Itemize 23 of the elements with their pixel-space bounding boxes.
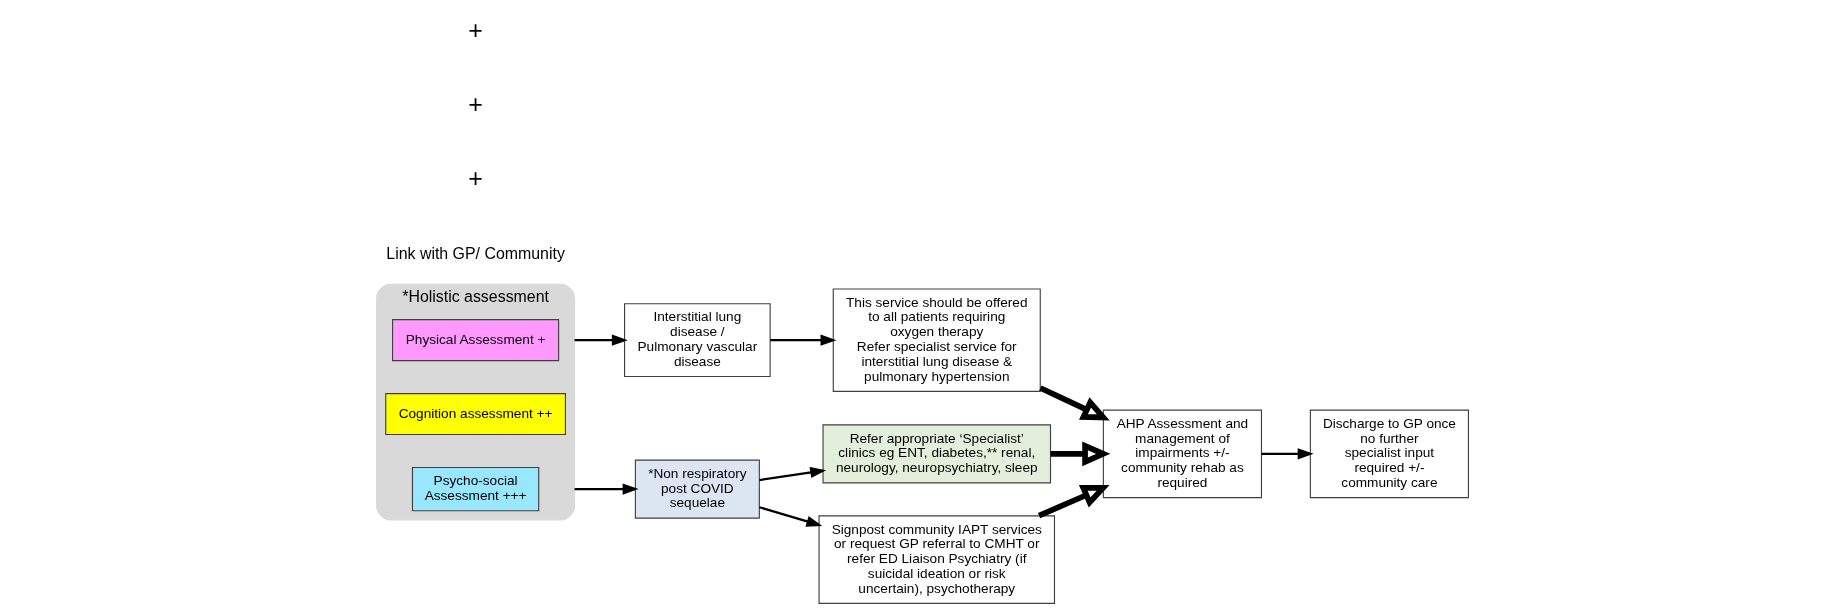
node-box: Cognition assessment ++: [384, 393, 566, 436]
node-box: Refer appropriate ‘Specialist’ clinics eg ENT, diabetes,** renal, neurology, neuropsychiatry, sleep: [821, 424, 1051, 484]
arrow: [1038, 385, 1110, 421]
node-box: Physical Assessment +: [391, 319, 559, 362]
arrow: [769, 334, 836, 346]
arrow: [1050, 441, 1110, 467]
node-box: This service should be offered to all patients requiring oxygen therapy Refer specialist service for interstitial lung disease & pulmonary hypertension: [832, 288, 1041, 392]
node-box: Interstitial lung disease / Pulmonary vascular disease: [623, 303, 771, 378]
node-box: Psycho-social Assessment +++: [411, 466, 539, 512]
arrow: [574, 334, 628, 346]
label: +: [467, 16, 483, 45]
label: +: [467, 164, 483, 193]
arrow: [1261, 448, 1314, 460]
arrow: [758, 466, 826, 482]
node-box: Discharge to GP once no further specialist input required +/- community care: [1309, 409, 1469, 499]
node-box: AHP Assessment and management of impairments +/- community rehab as required: [1102, 409, 1262, 499]
arrow: [1037, 484, 1110, 519]
arrow: [758, 506, 822, 527]
node-box: *Non respiratory post COVID sequelae: [634, 459, 760, 519]
arrow: [574, 483, 639, 495]
node-box: Signpost community IAPT services or request GP referral to CMHT or refer ED Liaison Psychiatry (if suicidal ideation or risk uncertain), psychotherapy: [818, 515, 1055, 604]
label: +: [467, 90, 483, 119]
label: Link with GP/ Community: [385, 245, 565, 263]
